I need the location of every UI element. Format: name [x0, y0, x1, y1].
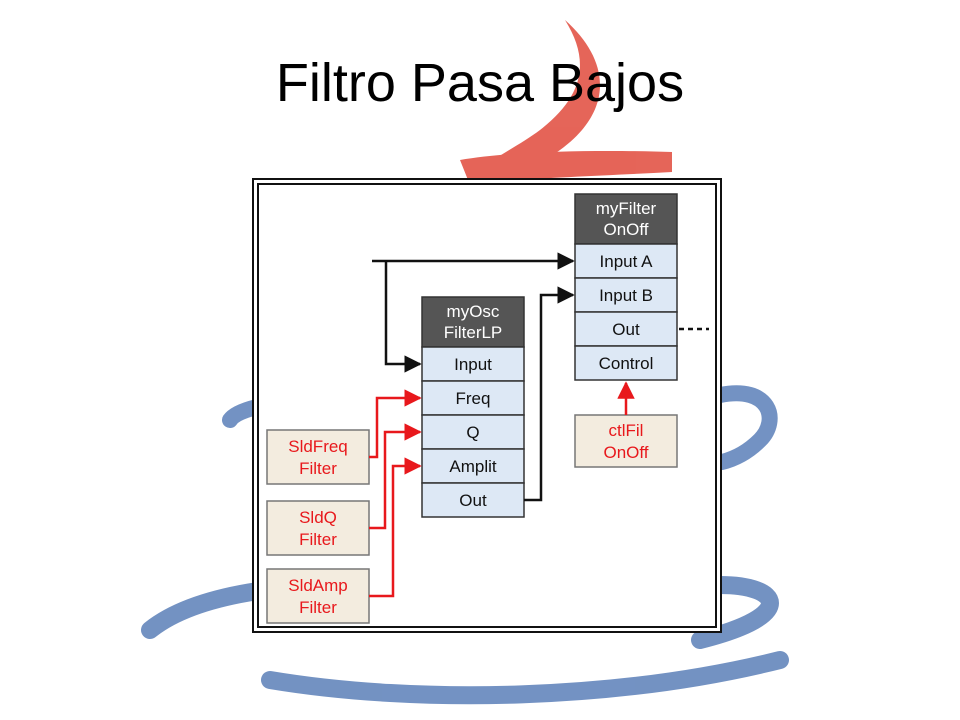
- module-myosc-header-line2: FilterLP: [444, 323, 503, 342]
- module-myfilter-header-line1: myFilter: [596, 199, 657, 218]
- wire-sldamp-to-amplit: [369, 457, 422, 598]
- svg-text:SldFreq: SldFreq: [288, 437, 348, 456]
- svg-text:Freq: Freq: [456, 389, 491, 408]
- wire-osc-out-to-input-b: [524, 286, 575, 502]
- port-amplit[interactable]: Amplit: [421, 448, 525, 484]
- signal-flow-diagram: myFilter OnOff Input A Input B Out Contr…: [266, 193, 709, 624]
- wire-source-to-osc-input: [384, 261, 422, 373]
- svg-text:Filter: Filter: [299, 459, 337, 478]
- svg-text:Input A: Input A: [600, 252, 654, 271]
- port-filter-out[interactable]: Out: [574, 311, 678, 347]
- svg-text:Input: Input: [454, 355, 492, 374]
- module-myfilter-header: [574, 193, 678, 245]
- port-control[interactable]: Control: [574, 345, 678, 381]
- svg-text:Input B: Input B: [599, 286, 653, 305]
- diagram-frame: myFilter OnOff Input A Input B Out Contr…: [252, 178, 722, 633]
- module-myfilter: myFilter OnOff Input A Input B Out Contr…: [574, 193, 678, 381]
- module-myosc-header: [421, 296, 525, 348]
- port-input-b[interactable]: Input B: [574, 277, 678, 313]
- port-q[interactable]: Q: [421, 414, 525, 450]
- logo-flame: [446, 20, 672, 230]
- svg-text:Out: Out: [612, 320, 640, 339]
- svg-text:OnOff: OnOff: [603, 443, 648, 462]
- module-myfilter-header-line2: OnOff: [603, 220, 648, 239]
- svg-text:ctlFil: ctlFil: [609, 421, 644, 440]
- control-sldfreq[interactable]: SldFreq Filter: [266, 429, 370, 485]
- port-freq[interactable]: Freq: [421, 380, 525, 416]
- svg-text:SldAmp: SldAmp: [288, 576, 348, 595]
- svg-text:SldQ: SldQ: [299, 508, 337, 527]
- port-input-a[interactable]: Input A: [574, 243, 678, 279]
- control-ctlfil[interactable]: ctlFil OnOff: [574, 414, 678, 468]
- control-sldamp[interactable]: SldAmp Filter: [266, 568, 370, 624]
- wire-sldfreq-to-freq: [369, 389, 422, 459]
- module-myosc: myOsc FilterLP Input Freq Q Amplit Out: [421, 296, 525, 518]
- svg-text:Filter: Filter: [299, 530, 337, 549]
- port-input[interactable]: Input: [421, 346, 525, 382]
- svg-text:Amplit: Amplit: [449, 457, 497, 476]
- wire-sldq-to-q: [369, 423, 422, 530]
- control-sldq[interactable]: SldQ Filter: [266, 500, 370, 556]
- svg-text:Control: Control: [599, 354, 654, 373]
- svg-text:Out: Out: [459, 491, 487, 510]
- svg-text:Q: Q: [466, 423, 479, 442]
- module-myosc-header-line1: myOsc: [447, 302, 500, 321]
- slide-title: Filtro Pasa Bajos: [275, 53, 685, 113]
- svg-text:Filter: Filter: [299, 598, 337, 617]
- port-osc-out[interactable]: Out: [421, 482, 525, 518]
